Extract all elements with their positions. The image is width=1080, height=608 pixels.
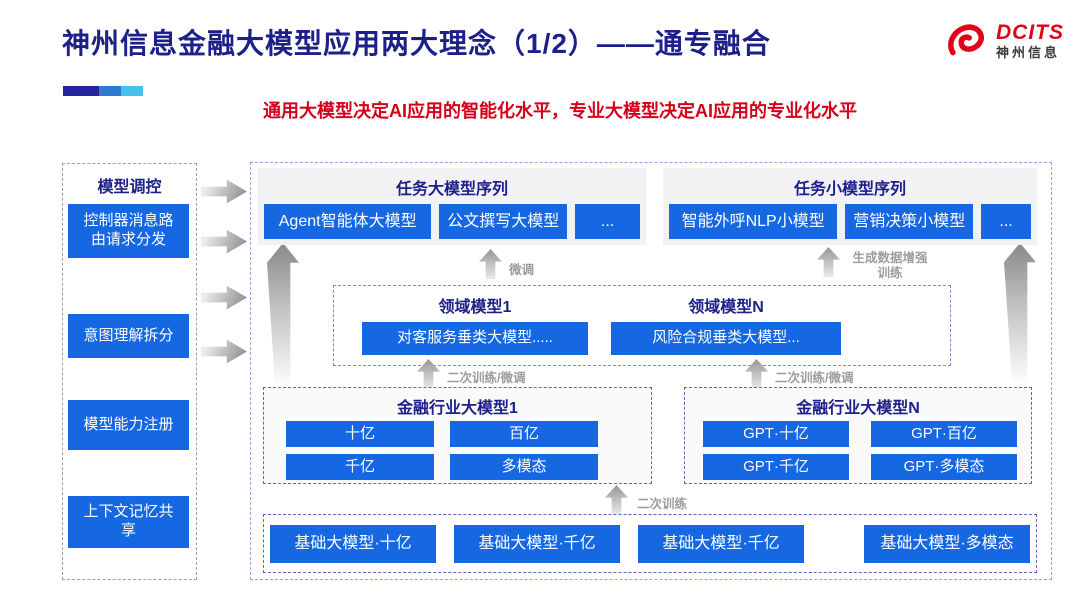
arrow-up-large-icon [1004, 243, 1036, 391]
page-title: 神州信息金融大模型应用两大理念（1/2）——通专融合 [62, 28, 771, 59]
arrow-right-icon [201, 285, 247, 310]
model-box-gpt-100b: GPT·千亿 [703, 454, 849, 480]
arrow-right-icon [201, 229, 247, 254]
domain-model-box: 领域模型1 对客服务垂类大模型..... 领域模型N 风险合规垂类大模型... [333, 285, 951, 366]
subtitle: 通用大模型决定AI应用的智能化水平，专业大模型决定AI应用的专业化水平 [263, 101, 857, 121]
industry-model-panel-1: 金融行业大模型1 十亿 百亿 千亿 多模态 [263, 387, 652, 484]
model-box-100b: 千亿 [286, 454, 434, 480]
model-box-gpt-1b: GPT·十亿 [703, 421, 849, 447]
panel-title: 任务小模型序列 [793, 181, 906, 198]
arrow-up-icon [605, 485, 628, 515]
panel-title: 金融行业大模型N [796, 400, 920, 417]
arrow-up-large-icon [267, 243, 299, 395]
model-box-agent: Agent智能体大模型 [264, 204, 432, 239]
model-box-customer-service: 对客服务垂类大模型..... [362, 322, 588, 355]
panel-title: 任务大模型序列 [395, 181, 508, 198]
industry-grid: 十亿 百亿 千亿 多模态 [286, 421, 598, 480]
model-box-document: 公文撰写大模型 [439, 204, 568, 239]
sidebar-item-capability: 模型能力注册 [68, 400, 189, 450]
model-box-marketing: 营销决策小模型 [845, 204, 974, 239]
task-large-items: Agent智能体大模型 公文撰写大模型 ... [264, 204, 640, 239]
accent-bar-segment [121, 86, 143, 96]
logo-brand: DCITS [996, 21, 1064, 45]
secondary-training-label: 二次训练 [637, 497, 688, 511]
industry-grid: GPT·十亿 GPT·百亿 GPT·千亿 GPT·多模态 [703, 421, 1017, 480]
logo-company-name: 神州信息 [996, 45, 1061, 61]
secondary-finetune-label: 二次训练/微调 [775, 371, 854, 385]
industry-model-panel-n: 金融行业大模型N GPT·十亿 GPT·百亿 GPT·千亿 GPT·多模态 [684, 387, 1032, 484]
model-box-multimodal: 多模态 [450, 454, 598, 480]
accent-bar-segment [63, 86, 99, 96]
model-box-gpt-multimodal: GPT·多模态 [871, 454, 1017, 480]
secondary-finetune-label: 二次训练/微调 [447, 371, 526, 385]
model-box-outbound-nlp: 智能外呼NLP小模型 [669, 204, 838, 239]
model-box-base-100b: 基础大模型·千亿 [454, 524, 620, 563]
arrow-right-icon [201, 339, 247, 364]
task-large-model-panel: 任务大模型序列 Agent智能体大模型 公文撰写大模型 ... [258, 168, 646, 245]
model-box-risk-compliance: 风险合规垂类大模型... [611, 322, 841, 355]
domain-title: 领域模型N [688, 299, 764, 316]
title-accent-bar [63, 86, 143, 96]
domain-group-1: 领域模型1 对客服务垂类大模型..... [362, 293, 588, 355]
model-control-panel: 模型调控 控制器消息路由请求分发 意图理解拆分 模型能力注册 上下文记忆共享 [62, 163, 197, 580]
sidebar-header: 模型调控 [97, 179, 162, 196]
panel-title: 金融行业大模型1 [397, 400, 518, 417]
model-box-10b: 百亿 [450, 421, 598, 447]
arrow-up-icon [817, 247, 840, 277]
task-small-model-panel: 任务小模型序列 智能外呼NLP小模型 营销决策小模型 ... [663, 168, 1037, 245]
model-box-gpt-10b: GPT·百亿 [871, 421, 1017, 447]
model-box-more: ... [575, 204, 640, 239]
augment-train-label: 生成数据增强训练 [852, 251, 928, 280]
model-box-more: ... [981, 204, 1031, 239]
model-architecture-panel: 任务大模型序列 Agent智能体大模型 公文撰写大模型 ... 任务小模型序列 … [250, 162, 1052, 580]
dcits-swirl-icon [948, 24, 984, 56]
domain-group-n: 领域模型N 风险合规垂类大模型... [611, 293, 841, 355]
task-small-items: 智能外呼NLP小模型 营销决策小模型 ... [669, 204, 1031, 239]
model-box-base-100b: 基础大模型·千亿 [638, 524, 804, 563]
sidebar-item-intent: 意图理解拆分 [68, 314, 189, 358]
model-box-base-1b: 基础大模型·十亿 [270, 524, 436, 563]
base-model-row: 基础大模型·十亿 基础大模型·千亿 基础大模型·千亿 基础大模型·多模态 [263, 514, 1037, 573]
sidebar-item-router: 控制器消息路由请求分发 [68, 204, 189, 258]
arrow-right-icon [201, 179, 247, 204]
model-box-base-multimodal: 基础大模型·多模态 [864, 524, 1030, 563]
accent-bar-segment [99, 86, 121, 96]
arrow-up-icon [479, 249, 502, 279]
logo-text: DCITS 神州信息 [996, 22, 1064, 60]
finetune-label: 微调 [509, 263, 535, 277]
model-box-1b: 十亿 [286, 421, 434, 447]
company-logo: DCITS 神州信息 [942, 20, 1064, 62]
sidebar-item-context: 上下文记忆共享 [68, 496, 189, 548]
domain-title: 领域模型1 [438, 299, 512, 316]
